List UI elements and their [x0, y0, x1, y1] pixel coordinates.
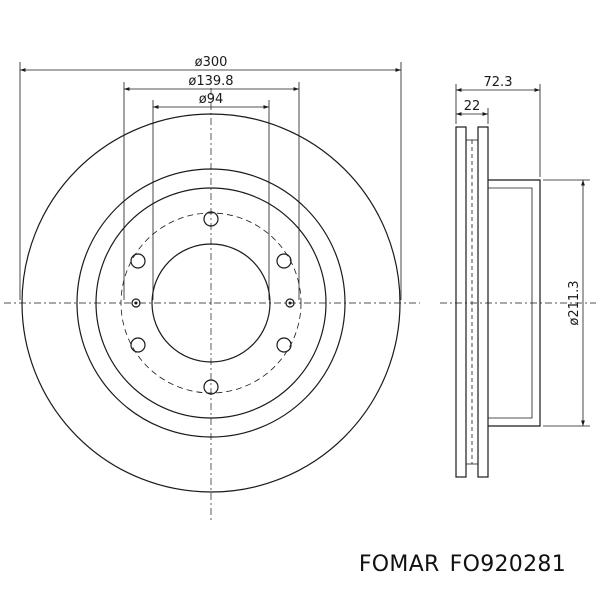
- dim-label-bolt-circle: ø139.8: [188, 74, 233, 89]
- hat-profile: [488, 179, 541, 427]
- hat-inner-profile: [488, 187, 533, 419]
- bolt-circle: [120, 212, 302, 394]
- dim-label-disc-thickness: 22: [464, 99, 481, 114]
- bolt-hole: [276, 253, 292, 269]
- friction-ring-inner-circle: [76, 168, 346, 438]
- bolt-hole: [276, 337, 292, 353]
- front-view: ø300 ø139.8 ø94: [4, 55, 420, 520]
- dim-label-outer-diameter: ø300: [195, 55, 228, 70]
- dim-label-center-bore: ø94: [199, 92, 224, 107]
- locating-hole-center: [134, 301, 138, 305]
- bolt-hole: [203, 379, 219, 395]
- outer-friction-plate: [477, 126, 489, 478]
- hat-outer-circle: [95, 187, 327, 419]
- outer-rim-circle: [21, 113, 401, 493]
- bolt-holes: [130, 211, 292, 395]
- locating-hole-center: [288, 301, 292, 305]
- locating-holes: [131, 298, 295, 308]
- brand-name: FOMAR: [358, 552, 440, 577]
- part-caption: FOMAR FO920281: [359, 552, 566, 577]
- part-number: FO920281: [449, 552, 566, 577]
- inner-friction-plate: [455, 126, 467, 478]
- side-view: 72.3 22 ø211.3: [440, 75, 596, 478]
- locating-hole: [285, 298, 295, 308]
- dim-label-total-height: 72.3: [484, 75, 513, 90]
- center-bore-circle: [151, 243, 271, 363]
- bolt-hole: [130, 337, 146, 353]
- locating-hole: [131, 298, 141, 308]
- bolt-hole: [203, 211, 219, 227]
- dim-label-hat-diameter: ø211.3: [567, 280, 582, 325]
- bolt-hole: [130, 253, 146, 269]
